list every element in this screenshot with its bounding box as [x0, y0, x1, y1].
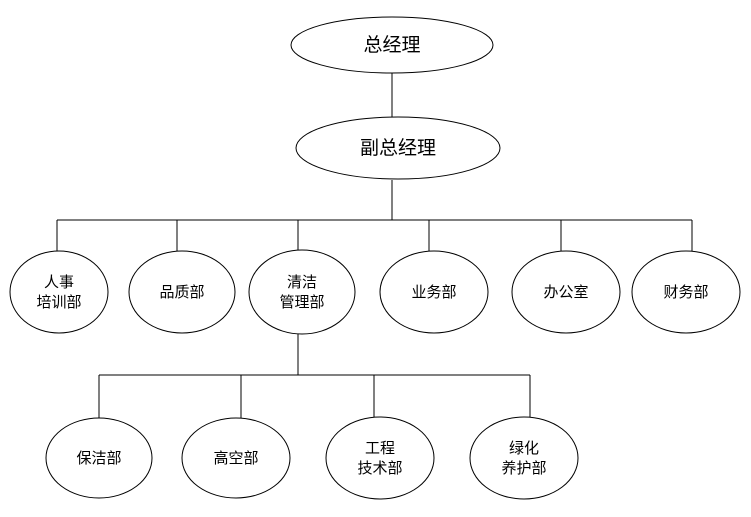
sub-node-janitorial — [45, 417, 153, 499]
dept-node-hr — [9, 250, 109, 334]
dept-node-finance — [631, 250, 741, 334]
sub-node-high-altitude — [181, 417, 291, 499]
gm-node — [290, 16, 494, 74]
sub-node-greening — [469, 416, 579, 500]
dept-node-office — [511, 250, 621, 334]
dept-node-cleaning — [248, 249, 356, 335]
sub-node-engineering — [325, 416, 435, 500]
deputy-gm-node — [295, 116, 501, 180]
dept-node-business — [379, 250, 489, 334]
dept-node-quality — [128, 250, 236, 334]
